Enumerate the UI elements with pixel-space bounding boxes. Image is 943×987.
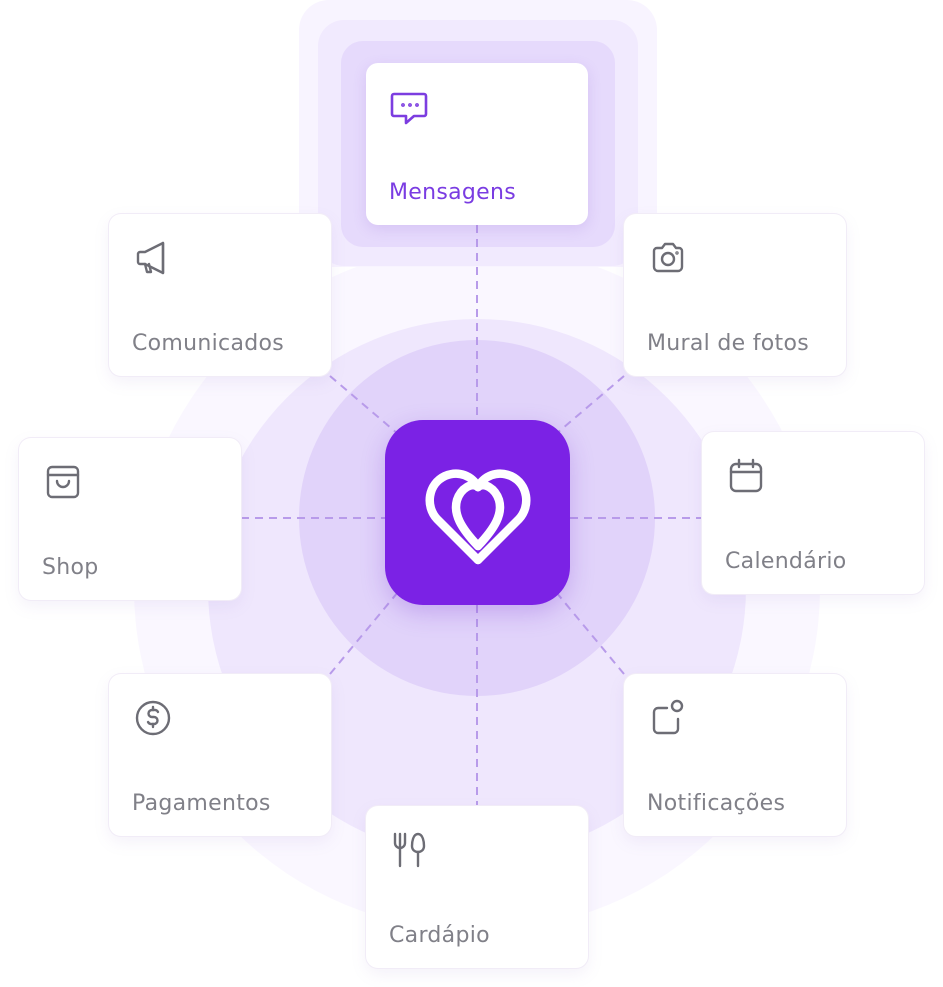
- feature-label: Pagamentos: [132, 791, 271, 816]
- camera-icon: [648, 238, 688, 278]
- megaphone-icon: [133, 238, 173, 278]
- feature-label: Shop: [42, 555, 99, 580]
- calendar-icon: [726, 456, 766, 496]
- heart-logo-icon: [425, 469, 531, 565]
- connector-mural: [555, 375, 625, 435]
- connector-pagamentos: [329, 591, 399, 675]
- shopping-bag-icon: [43, 462, 83, 502]
- message-bubble-icon: [390, 87, 430, 127]
- utensils-icon: [390, 830, 430, 870]
- feature-label: Cardápio: [389, 923, 490, 948]
- feature-label: Notificações: [647, 791, 786, 816]
- feature-card-comunicados[interactable]: Comunicados: [109, 214, 331, 376]
- notification-icon: [648, 698, 688, 738]
- dollar-coin-icon: [133, 698, 173, 738]
- connector-comunicados: [329, 375, 399, 435]
- feature-label: Calendário: [725, 549, 847, 574]
- feature-card-mural-de-fotos[interactable]: Mural de fotos: [624, 214, 846, 376]
- feature-card-notificacoes[interactable]: Notificações: [624, 674, 846, 836]
- connector-notificacoes: [555, 591, 625, 675]
- feature-card-pagamentos[interactable]: Pagamentos: [109, 674, 331, 836]
- feature-label: Mensagens: [389, 180, 517, 205]
- feature-card-calendario[interactable]: Calendário: [702, 432, 924, 594]
- feature-card-cardapio[interactable]: Cardápio: [366, 806, 588, 968]
- feature-label: Mural de fotos: [647, 331, 810, 356]
- feature-card-shop[interactable]: Shop: [19, 438, 241, 600]
- feature-label: Comunicados: [132, 331, 285, 356]
- feature-card-mensagens[interactable]: Mensagens: [366, 63, 588, 225]
- hub-logo: [385, 420, 570, 605]
